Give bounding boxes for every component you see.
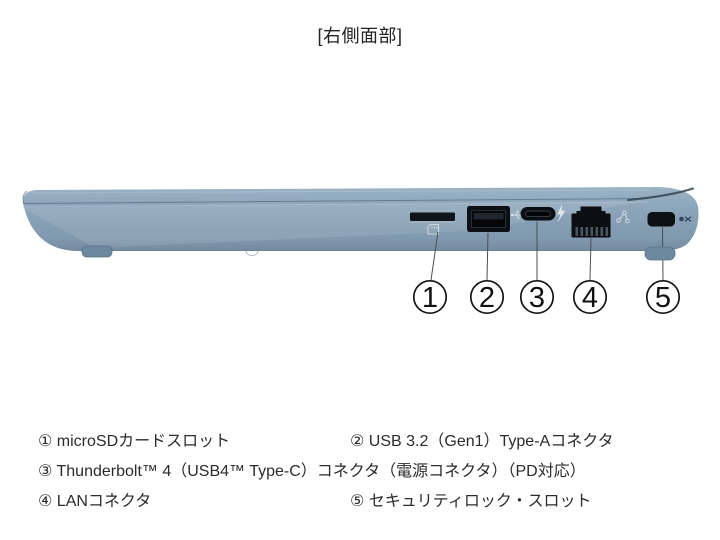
legend-item-4: ④ LANコネクタ <box>38 493 152 510</box>
ports <box>410 204 692 238</box>
lid-groove-light <box>22 201 649 208</box>
left-foot <box>81 245 113 258</box>
legend-item-2: ② USB 3.2（Gen1）Type-Aコネクタ <box>350 433 614 450</box>
leader-line-1 <box>430 231 439 281</box>
legend-item-3: ③ Thunderbolt™ 4（USB4™ Type-C）コネクタ（電源コネク… <box>38 463 586 480</box>
lan-port <box>571 206 630 238</box>
hinge-seam <box>627 187 694 201</box>
callout-4: 4 <box>572 279 608 315</box>
lan-pins <box>575 227 609 236</box>
legend-item-5: ⑤ セキュリティロック・スロット <box>350 493 592 510</box>
legend: ① microSDカードスロット ② USB 3.2（Gen1）Type-Aコネ… <box>38 431 703 512</box>
leader-lines <box>430 221 664 281</box>
laptop-right-side-diagram: 1 2 3 4 5 <box>22 187 699 315</box>
callout-3: 3 <box>519 279 555 315</box>
lid-highlight-line <box>31 189 651 194</box>
callout-1-number: 1 <box>422 282 438 314</box>
usb-a-port <box>467 206 524 232</box>
rubber-feet <box>81 245 676 261</box>
callout-5: 5 <box>645 279 681 315</box>
front-lip-crease <box>22 190 28 204</box>
sd-card-icon <box>427 224 439 235</box>
right-foot <box>644 246 676 261</box>
security-lock-slot <box>647 212 692 227</box>
lid-groove-dark <box>22 198 649 204</box>
bottom-notch <box>245 250 259 256</box>
callout-1: 1 <box>412 279 448 315</box>
callout-2-number: 2 <box>479 282 495 314</box>
thunderbolt-icon <box>557 204 566 223</box>
network-icon <box>616 210 630 224</box>
callout-3-number: 3 <box>529 282 545 314</box>
leader-line-4 <box>589 238 592 281</box>
page-title: [右側面部] <box>317 26 403 46</box>
usb-c-port <box>520 204 566 223</box>
callout-2: 2 <box>469 279 505 315</box>
microsd-slot <box>410 212 455 235</box>
callout-5-number: 5 <box>655 282 671 314</box>
legend-item-1: ① microSDカードスロット <box>38 433 231 450</box>
callout-4-number: 4 <box>582 282 598 314</box>
leader-line-2 <box>486 232 489 281</box>
callouts: 1 2 3 4 5 <box>412 279 681 315</box>
lock-icon <box>679 216 692 222</box>
